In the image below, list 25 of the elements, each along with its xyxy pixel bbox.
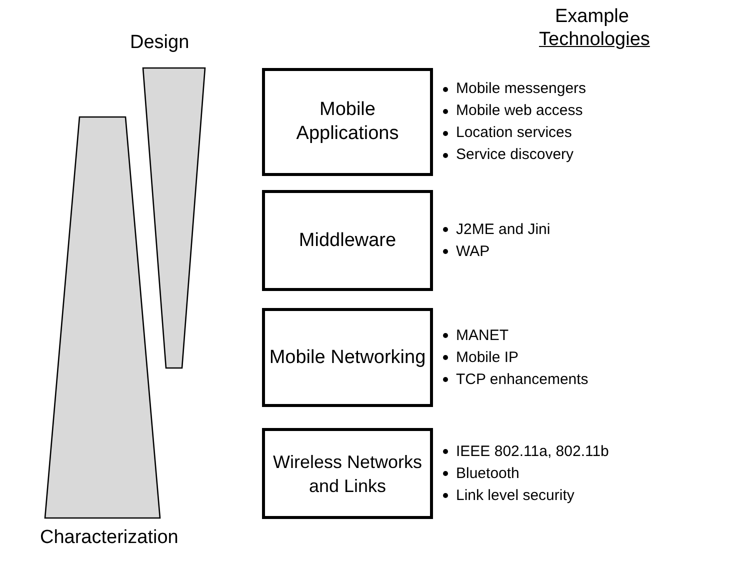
- technology-item: Service discovery: [456, 145, 574, 165]
- technology-item: Mobile web access: [456, 101, 583, 121]
- layer-name: Mobile Applications: [295, 98, 400, 146]
- trapezoid-bar: [143, 68, 205, 368]
- layer-box: [262, 308, 433, 407]
- bar-heading: Characterization: [40, 527, 178, 549]
- layer-box: [262, 68, 433, 176]
- technology-item: Bluetooth: [456, 464, 520, 484]
- technology-item: Mobile IP: [456, 348, 519, 368]
- technology-item: IEEE 802.11a, 802.11b: [456, 442, 609, 462]
- technology-item: TCP enhancements: [456, 370, 588, 390]
- technology-item: Mobile messengers: [456, 79, 586, 99]
- column-heading: Example: [555, 6, 629, 28]
- technology-item: WAP: [456, 242, 490, 262]
- technology-item: MANET: [456, 326, 508, 346]
- layer-box: [262, 428, 433, 519]
- layer-name: Middleware: [298, 228, 398, 252]
- layer-name: Wireless Networks and Links: [272, 450, 424, 498]
- layer-name: Mobile Networking: [268, 346, 427, 370]
- technology-item: Location services: [456, 123, 572, 143]
- layer-box: [262, 190, 433, 291]
- bar-heading: Design: [130, 32, 190, 54]
- technology-item: J2ME and Jini: [456, 220, 550, 240]
- technology-item: Link level security: [456, 486, 574, 506]
- column-heading: Technologies: [539, 29, 650, 51]
